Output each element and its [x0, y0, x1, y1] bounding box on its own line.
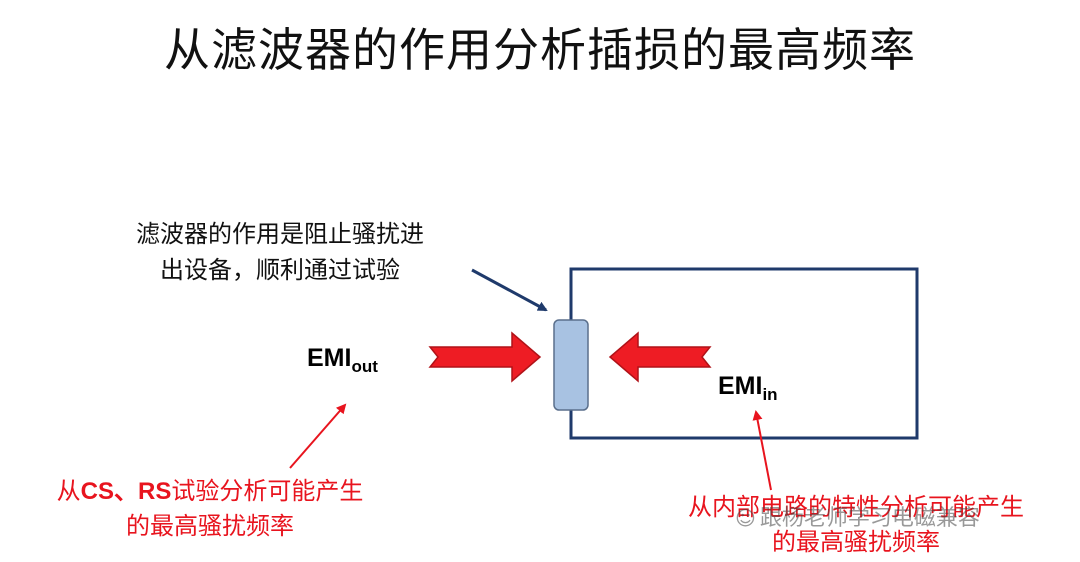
cs-rs-note-line1: 从CS、RS试验分析可能产生 [10, 474, 410, 509]
emi-in-label: EMIin [718, 372, 778, 405]
filter-purpose-note: 滤波器的作用是阻止骚扰进 出设备，顺利通过试验 [80, 216, 480, 288]
emi-out-main: EMI [307, 344, 352, 372]
note-pointer-arrow [471, 268, 548, 312]
filter-component [553, 319, 589, 411]
watermark: ☺跟杨老师学习电磁兼容 [735, 500, 980, 532]
filter-purpose-line2: 出设备，顺利通过试验 [160, 256, 400, 284]
right-note-pointer [752, 410, 772, 491]
internal-circuit-line1: 从内部电路的特性分析可能产生 [688, 493, 1024, 521]
emi-out-arrow [428, 331, 542, 383]
internal-circuit-line2: 的最高骚扰频率 [772, 528, 940, 556]
emi-out-label: EMIout [307, 344, 378, 377]
left-note-pointer [289, 403, 347, 469]
emi-in-arrow [608, 331, 712, 383]
watermark-text: 跟杨老师学习电磁兼容 [759, 506, 980, 531]
filter-purpose-line1: 滤波器的作用是阻止骚扰进 [136, 220, 424, 248]
cs-rs-suffix: 试验分析可能产生 [171, 477, 364, 505]
cs-rs-prefix: 从 [56, 477, 81, 505]
cs-rs-note: 从CS、RS试验分析可能产生 的最高骚扰频率 [10, 474, 410, 544]
emi-in-main: EMI [718, 372, 763, 400]
internal-circuit-note: 从内部电路的特性分析可能产生 的最高骚扰频率 [636, 490, 1076, 560]
cs-rs-bold: CS、RS [80, 478, 172, 505]
slide-title: 从滤波器的作用分析插损的最高频率 [164, 23, 916, 77]
emi-out-sub: out [351, 357, 378, 376]
cs-rs-note-line2: 的最高骚扰频率 [126, 512, 294, 540]
emi-in-sub: in [762, 385, 778, 404]
wechat-icon: ☺ [735, 506, 756, 530]
